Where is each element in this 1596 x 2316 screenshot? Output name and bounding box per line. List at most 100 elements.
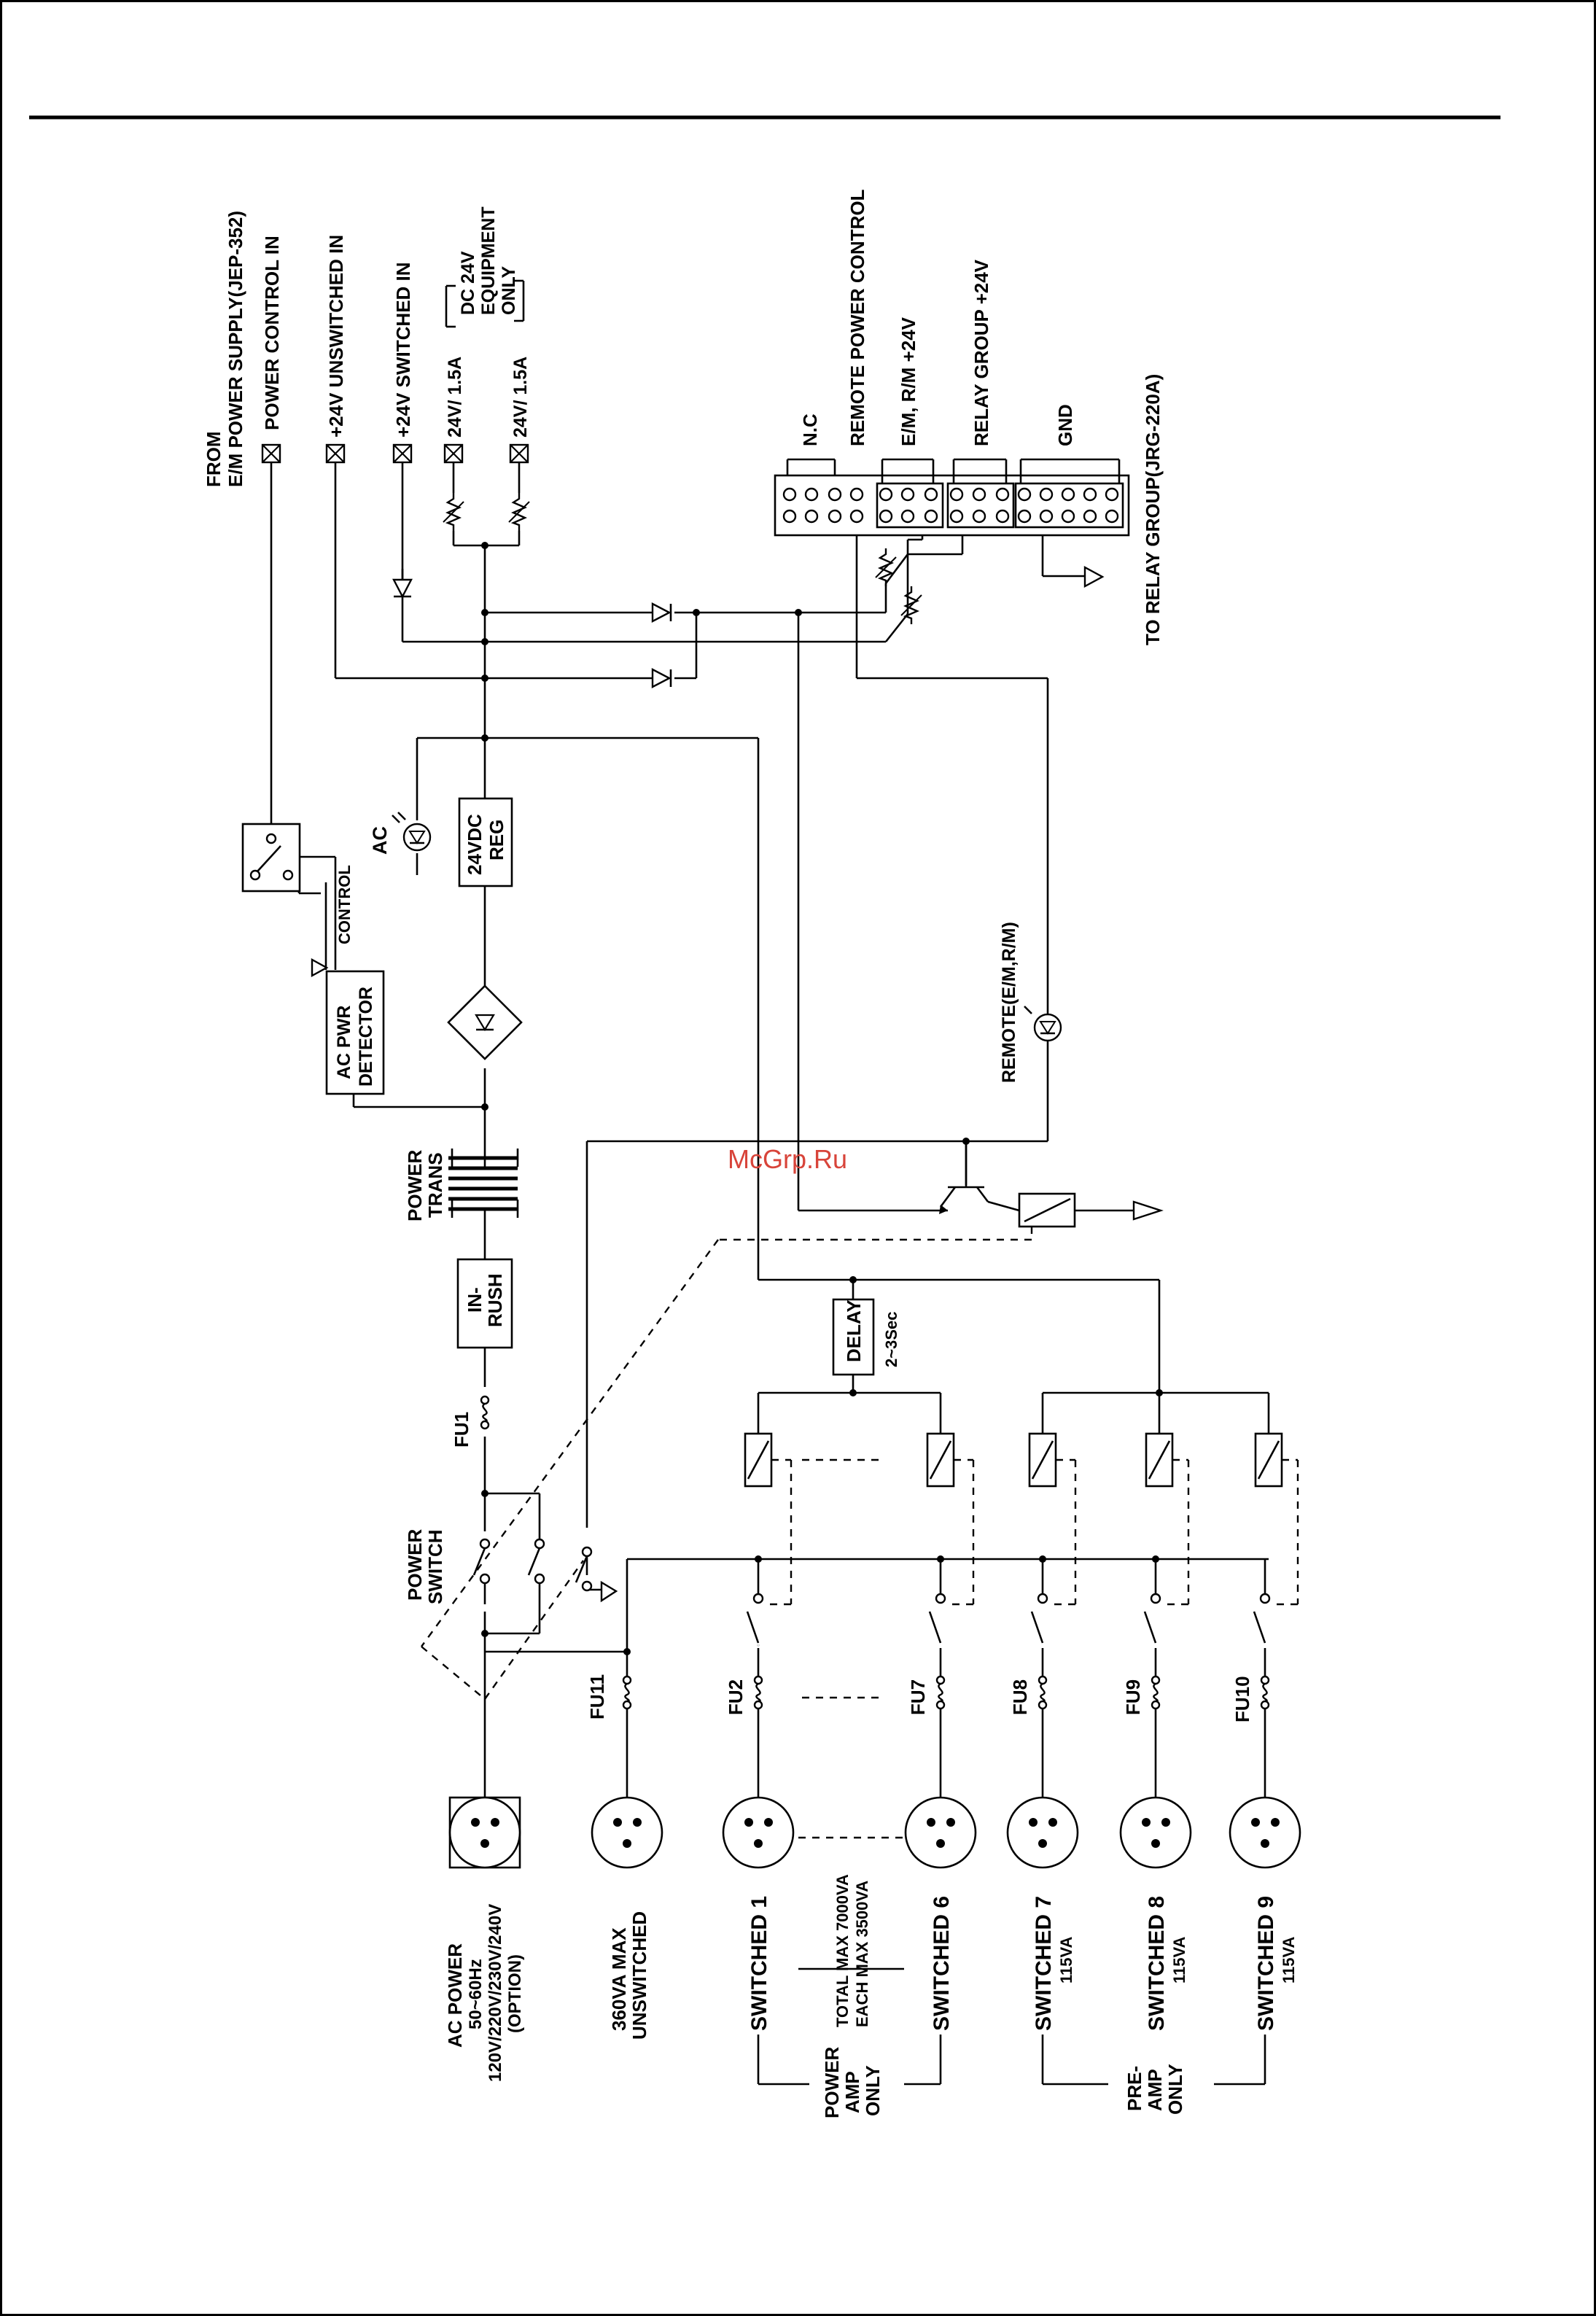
outlet-switched-6 [904,1796,977,1869]
fuse-fu8 [1038,1675,1048,1710]
label-switched-8: SWITCHED 8 [1145,1896,1169,2031]
label-power-control-in: POWER CONTROL IN [261,236,283,430]
label-inrush-1: IN- [464,1287,486,1313]
wiring [270,462,1270,1798]
ground-symbols [311,565,1164,1603]
label-dc-note-1: DC 24V [458,251,478,315]
label-switched-7-rating: 115VA [1057,1936,1075,1983]
label-power-switch-2: SWITCH [424,1529,446,1604]
label-out-b: 24V/ 1.5A [510,357,531,438]
label-remote-power-control: REMOTE POWER CONTROL [846,189,868,446]
fuse-fu2 [753,1675,763,1710]
fuse-fu7 [935,1675,946,1710]
relay-contacts [746,1593,1271,1647]
label-out-a: 24V/ 1.5A [445,357,465,438]
mechanical-links [421,1227,1299,1839]
label-ac: AC [369,826,391,855]
outlet-switched-8 [1119,1796,1192,1869]
24vdc-regulator [458,797,513,887]
label-switched-7: SWITCHED 7 [1032,1896,1056,2031]
label-dc-note-2: EQUIPMENT [478,206,499,315]
power-switch-contacts [472,1538,593,1604]
label-switched-6: SWITCHED 6 [930,1896,954,2031]
label-reg-2: REG [486,820,507,860]
relay-coil-6 [926,1432,955,1488]
label-switched-9-rating: 115VA [1280,1936,1298,1983]
terminal-24v-out-b [509,443,529,464]
fuse-fu1 [480,1395,490,1430]
label-power-amp-2: AMP [841,2071,863,2113]
label-24v-switched-in: +24V SWITCHED IN [392,262,414,438]
label-fu11: FU11 [586,1674,608,1719]
label-fu8: FU8 [1009,1679,1031,1715]
label-power-trans-2: TRANS [424,1152,446,1218]
label-dc-note-3: ONLY [499,266,519,315]
control-relay [241,823,301,893]
inrush-limiter [456,1258,513,1349]
label-fu7: FU7 [907,1679,929,1715]
remote-transistor [939,1141,1020,1214]
relay-group-connector [774,458,1130,537]
from-line1: FROM [203,431,225,487]
label-power-trans-1: POWER [404,1150,426,1221]
relay-coil-8 [1145,1432,1174,1488]
ac-power-inlet [448,1796,521,1869]
terminal-power-control-in [261,443,281,464]
diode-switched [392,569,413,599]
relay-coil-9 [1254,1432,1283,1488]
label-delay: DELAY [843,1299,865,1362]
fuse-fu11 [622,1675,632,1710]
label-to-relay-group: TO RELAY GROUP(JRG-220A) [1142,374,1164,645]
relay-coil-1 [744,1432,773,1488]
bridge-rectifier [447,984,523,1060]
from-line2: E/M POWER SUPPLY(JEP-352) [225,211,246,487]
label-power-amp-1: POWER [821,2047,843,2118]
fuse-fu10 [1260,1675,1270,1710]
terminal-24v-switched-in [392,443,413,464]
remote-led [1024,1006,1062,1042]
label-detector-1: AC PWR [334,1006,354,1079]
diode-bus [651,602,672,623]
resistor-out-b [507,491,531,532]
outlet-switched-7 [1006,1796,1079,1869]
watermark: McGrp.Ru [728,1144,847,1174]
ac-power-detector [325,970,385,1095]
outlet-unswitched [591,1796,663,1869]
group-brackets [757,1967,1266,2086]
label-detector-2: DETECTOR [356,987,376,1087]
label-power-switch-1: POWER [404,1529,426,1601]
label-inrush-2: RUSH [484,1273,506,1327]
delay-block [832,1298,875,1376]
resistor-out-a [442,491,465,532]
ac-led [392,812,432,852]
terminal-24v-unswitched-in [325,443,346,464]
label-control: CONTROL [335,865,354,944]
input-terminals [261,443,529,464]
label-each-max: EACH MAX 3500VA [853,1881,871,2027]
label-unswitched-1: 360VA MAX [608,1927,630,2031]
label-ac-power-4: (OPTION) [505,1954,525,2033]
fuse-fu9 [1151,1675,1161,1710]
label-fu10: FU10 [1231,1676,1253,1722]
label-pre-amp-1: PRE- [1124,2066,1145,2111]
remote-relay-coil [1018,1192,1076,1228]
label-pre-amp-2: AMP [1144,2069,1166,2111]
label-switched-1: SWITCHED 1 [747,1896,771,2031]
outlet-switched-1 [722,1796,795,1869]
label-total-max: TOTAL MAX 7000VA [833,1874,852,2027]
label-pre-amp-3: ONLY [1164,2064,1186,2115]
label-fu2: FU2 [725,1679,747,1715]
outlet-switched-9 [1229,1796,1301,1869]
label-remote: REMOTE(E/M,R/M) [999,922,1019,1083]
label-ac-power-1: AC POWER [444,1943,466,2048]
label-ac-power-2: 50~60Hz [466,1959,486,2029]
labels: FROM E/M POWER SUPPLY(JEP-352) POWER CON… [203,189,1298,2118]
label-unswitched-2: UNSWITCHED [628,1911,650,2040]
label-fu1: FU1 [451,1412,472,1448]
label-relay-group-24v: RELAY GROUP +24V [970,259,992,446]
relay-coil-7 [1028,1432,1057,1488]
label-ac-power-3: 120V/220V/230V/240V [486,1904,505,2082]
